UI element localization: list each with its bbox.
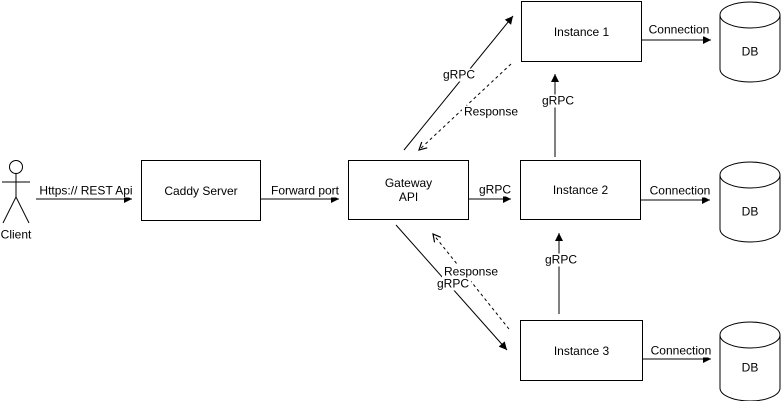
- edge-label-grpc-instance3-instance2: gRPC: [542, 252, 580, 267]
- edge-label-grpc-gateway-instance2: gRPC: [476, 182, 514, 197]
- instance-2-label: Instance 2: [552, 183, 609, 197]
- edge-label-https-rest-api: Https:// REST Api: [37, 183, 135, 198]
- node-instance-3: Instance 3: [520, 320, 643, 381]
- edge-gateway-instance1: [403, 15, 514, 151]
- edge-label-connection-2: Connection: [647, 183, 713, 198]
- instance-3-label: Instance 3: [553, 343, 610, 358]
- node-instance-2: Instance 2: [520, 160, 641, 220]
- node-gateway-api: Gateway API: [348, 160, 469, 220]
- node-caddy-server: Caddy Server: [141, 160, 261, 221]
- edge-label-grpc-instance2-instance1: gRPC: [539, 93, 577, 108]
- client-actor-icon: [2, 160, 30, 224]
- db1-database-icon: [719, 1, 781, 83]
- gateway-api-label-line1: Gateway: [384, 176, 433, 190]
- edge-label-forward-port: Forward port: [268, 183, 342, 198]
- node-instance-1: Instance 1: [521, 1, 642, 62]
- db2-database-icon: [719, 161, 781, 243]
- edge-label-response-instance1: Response: [461, 104, 521, 119]
- db3-label: DB: [741, 360, 759, 375]
- edge-label-response-instance3: Response: [441, 264, 501, 279]
- db1-label: DB: [741, 44, 759, 59]
- edge-label-connection-1: Connection: [646, 22, 712, 37]
- edge-label-grpc-gateway-instance1: gRPC: [440, 67, 478, 82]
- edge-label-grpc-gateway-instance3: gRPC: [434, 276, 472, 291]
- caddy-server-label: Caddy Server: [164, 183, 238, 198]
- gateway-api-label-line2: API: [398, 190, 419, 204]
- edge-label-connection-3: Connection: [648, 343, 714, 358]
- db2-label: DB: [741, 204, 759, 219]
- client-label: Client: [0, 227, 32, 242]
- instance-1-label: Instance 1: [553, 24, 610, 39]
